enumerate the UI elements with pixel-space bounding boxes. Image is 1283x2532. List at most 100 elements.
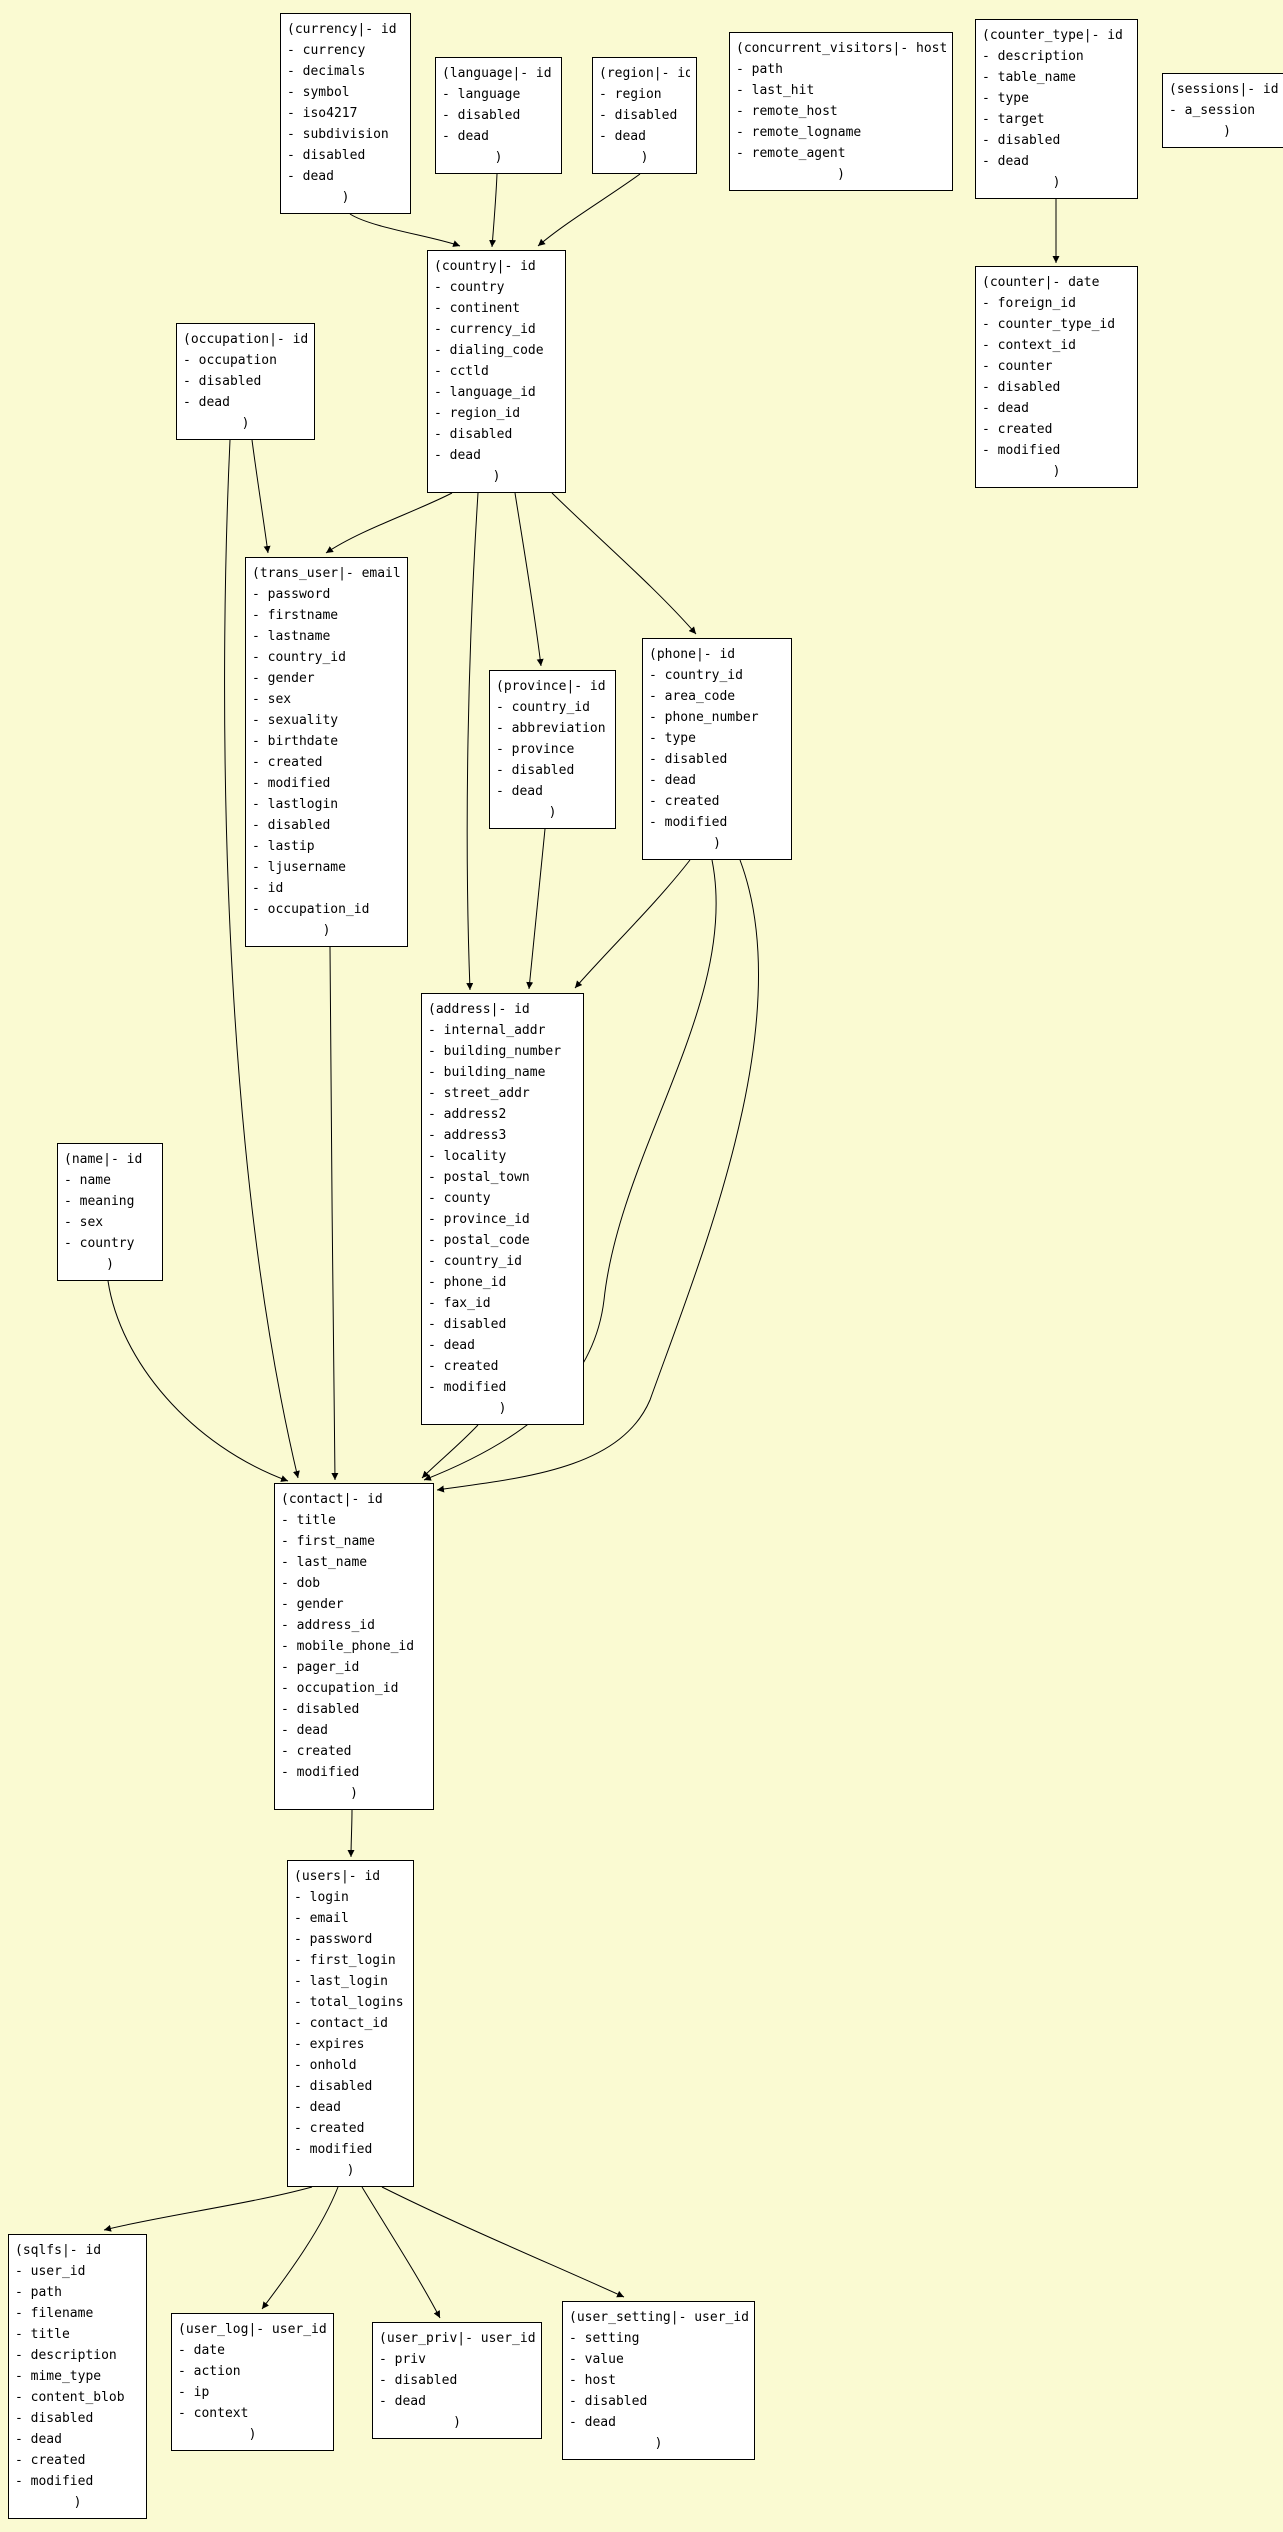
- entity-field: - last_login: [294, 1974, 388, 1989]
- entity-footer: ): [341, 190, 350, 205]
- entity-box-user_priv: (user_priv|- user_id- priv- disabled- de…: [372, 2322, 542, 2439]
- entity-field: - name: [64, 1173, 111, 1188]
- entity-field: - birthdate: [252, 734, 339, 749]
- entity-field: - sex: [64, 1215, 104, 1230]
- entity-footer: ): [640, 150, 649, 165]
- entity-field: - disabled: [287, 148, 366, 163]
- entity-footer: ): [548, 805, 557, 820]
- entity-field: - created: [294, 2121, 365, 2136]
- entity-footer: ): [1052, 175, 1061, 190]
- entity-field: - dead: [294, 2100, 341, 2115]
- relation-edge-users-to-user_log: [261, 2186, 339, 2310]
- relation-edge-name-to-contact: [107, 1280, 289, 1482]
- entity-field: - created: [15, 2453, 86, 2468]
- entity-header: (users|- id: [294, 1869, 381, 1884]
- entity-field: - province_id: [428, 1212, 530, 1227]
- entity-field: - abbreviation: [496, 721, 606, 736]
- entity-field: - remote_logname: [736, 125, 862, 140]
- entity-field: - password: [252, 587, 331, 602]
- entity-field: - login: [294, 1890, 349, 1905]
- entity-field: - address3: [428, 1128, 507, 1143]
- entity-field: - value: [569, 2352, 624, 2367]
- relation-edge-region-to-country: [537, 173, 641, 247]
- entity-header: (name|- id: [64, 1152, 143, 1167]
- entity-field: - disabled: [599, 108, 678, 123]
- entity-footer: ): [73, 2495, 82, 2510]
- entity-field: - remote_agent: [736, 146, 846, 161]
- entity-header: (counter_type|- id: [982, 28, 1123, 43]
- relation-edge-phone-to-address: [574, 859, 691, 989]
- entity-field: - postal_town: [428, 1170, 530, 1185]
- entity-field: - currency_id: [434, 322, 536, 337]
- relation-edge-trans_user-to-contact: [329, 946, 339, 1481]
- entity-box-trans_user: (trans_user|- email- password- firstname…: [245, 557, 408, 947]
- entity-footer: ): [713, 836, 721, 851]
- entity-field: - dialing_code: [434, 343, 544, 358]
- entity-field: - setting: [569, 2331, 640, 2346]
- entity-footer: ): [1223, 124, 1231, 139]
- entity-field: - modified: [982, 443, 1061, 458]
- entity-field: - created: [428, 1359, 499, 1374]
- entity-field: - occupation_id: [252, 902, 370, 917]
- entity-field: - type: [982, 91, 1029, 106]
- entity-field: - a_session: [1169, 103, 1256, 118]
- entity-field: - dead: [982, 154, 1029, 169]
- entity-field: - modified: [649, 815, 728, 830]
- entity-header: (counter|- date: [982, 275, 1100, 290]
- entity-field: - sexuality: [252, 713, 339, 728]
- entity-field: - internal_addr: [428, 1023, 546, 1038]
- entity-box-country: (country|- id- country- continent- curre…: [427, 250, 566, 493]
- entity-field: - dead: [428, 1338, 475, 1353]
- entity-field: - building_number: [428, 1044, 562, 1059]
- entity-box-contact: (contact|- id- title- first_name- last_n…: [274, 1483, 434, 1810]
- entity-field: - locality: [428, 1149, 507, 1164]
- entity-header: (province|- id: [496, 679, 606, 694]
- entity-field: - disabled: [434, 427, 513, 442]
- entity-field: - title: [15, 2327, 70, 2342]
- entity-field: - mobile_phone_id: [281, 1639, 415, 1654]
- entity-field: - last_name: [281, 1555, 368, 1570]
- entity-field: - country_id: [252, 650, 346, 665]
- entity-footer: ): [492, 469, 501, 484]
- entity-field: - continent: [434, 301, 521, 316]
- entity-field: - onhold: [294, 2058, 357, 2073]
- entity-field: - dead: [649, 773, 696, 788]
- entity-footer: ): [248, 2427, 257, 2442]
- entity-field: - decimals: [287, 64, 366, 79]
- entity-field: - context: [178, 2406, 249, 2421]
- entity-field: - dead: [183, 395, 230, 410]
- entity-field: - date: [178, 2343, 225, 2358]
- entity-field: - id: [252, 881, 284, 896]
- relation-edge-language-to-country: [489, 173, 498, 248]
- entity-field: - lastname: [252, 629, 331, 644]
- entity-field: - disabled: [496, 763, 575, 778]
- entity-field: - cctld: [434, 364, 489, 379]
- entity-field: - lastip: [252, 839, 315, 854]
- entity-box-province: (province|- id- country_id- abbreviation…: [489, 670, 616, 829]
- entity-field: - foreign_id: [982, 296, 1076, 311]
- entity-field: - disabled: [569, 2394, 648, 2409]
- entity-field: - currency: [287, 43, 366, 58]
- entity-field: - phone_id: [428, 1275, 507, 1290]
- entity-field: - meaning: [64, 1194, 135, 1209]
- entity-field: - lastlogin: [252, 797, 339, 812]
- entity-footer: ): [654, 2436, 663, 2451]
- entity-box-address: (address|- id- internal_addr- building_n…: [421, 993, 584, 1425]
- entity-field: - modified: [428, 1380, 507, 1395]
- entity-field: - dead: [434, 448, 481, 463]
- entity-field: - dead: [442, 129, 489, 144]
- entity-box-occupation: (occupation|- id- occupation- disabled- …: [176, 323, 315, 440]
- relation-edge-country-to-trans_user: [325, 492, 453, 554]
- entity-box-sessions: (sessions|- id- a_session): [1162, 73, 1283, 148]
- entity-footer: ): [1052, 464, 1061, 479]
- entity-field: - disabled: [252, 818, 331, 833]
- entity-field: - address_id: [281, 1618, 375, 1633]
- entity-field: - gender: [281, 1597, 344, 1612]
- entity-footer: ): [106, 1257, 114, 1272]
- entity-field: - occupation_id: [281, 1681, 399, 1696]
- entity-field: - disabled: [649, 752, 728, 767]
- relation-edge-province-to-address: [526, 828, 546, 990]
- entity-footer: ): [350, 1786, 358, 1801]
- entity-field: - gender: [252, 671, 315, 686]
